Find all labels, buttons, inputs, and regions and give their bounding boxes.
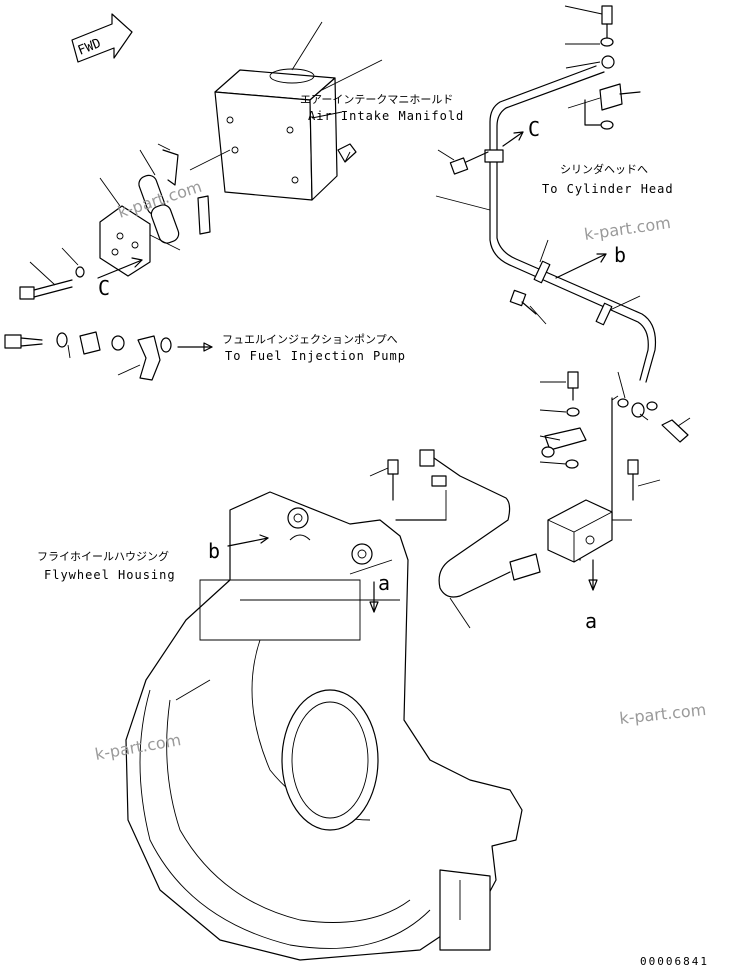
- ref-a-housing: a: [378, 571, 390, 595]
- fwd-label: FWD: [76, 36, 104, 59]
- watermark-2: k-part.com: [583, 213, 672, 244]
- fuel-pump-jp: フュエルインジェクションポンプへ: [222, 333, 398, 346]
- bolt-c-top: [449, 151, 489, 175]
- flywheel-en: Flywheel Housing: [44, 568, 176, 582]
- drawing-code: 00006841: [640, 955, 709, 968]
- ref-b-right: b: [614, 243, 626, 267]
- mount-bracket: [99, 149, 211, 277]
- ref-b-left: b: [208, 539, 220, 563]
- ref-a-block: a: [585, 609, 597, 633]
- air-intake-manifold: [214, 68, 357, 201]
- air-intake-en: Air Intake Manifold: [308, 109, 464, 123]
- flywheel-housing: [125, 491, 523, 961]
- sensor-harness: [419, 449, 541, 598]
- bolt-left: [19, 266, 85, 300]
- bolt-mid-right: [509, 289, 537, 315]
- air-intake-jp: エアーインテークマニホールド: [300, 93, 453, 106]
- fuel-fitting-row: [4, 331, 172, 381]
- watermark-3: k-part.com: [618, 700, 707, 728]
- cylinder-head-jp: シリンダヘッドへ: [560, 162, 648, 176]
- cylinder-head-en: To Cylinder Head: [542, 182, 674, 196]
- oil-tube: [484, 65, 657, 383]
- junction-block: [547, 499, 613, 563]
- fuel-pump-en: To Fuel Injection Pump: [225, 349, 406, 363]
- flywheel-jp: フライホイールハウジング: [37, 549, 169, 563]
- ref-c-left: C: [98, 276, 110, 300]
- fwd-arrow: FWD: [71, 13, 133, 63]
- ref-c-top: C: [528, 117, 540, 141]
